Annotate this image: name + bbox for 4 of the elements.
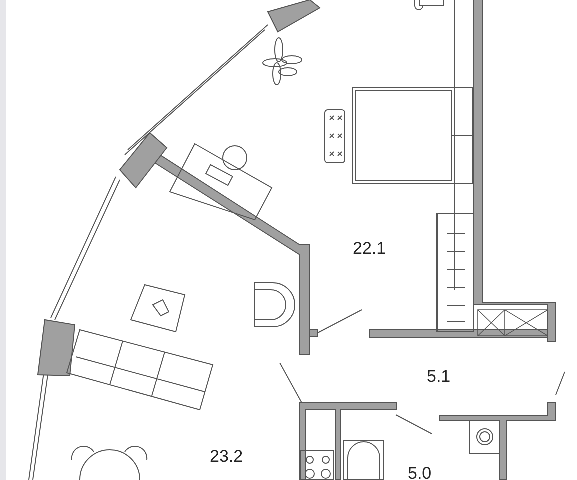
room-area-label: 5.0 (408, 465, 432, 480)
room-area-label: 22.1 (353, 240, 386, 257)
room-area-label: 23.2 (210, 448, 244, 465)
room-area-label: 5.1 (427, 368, 451, 385)
